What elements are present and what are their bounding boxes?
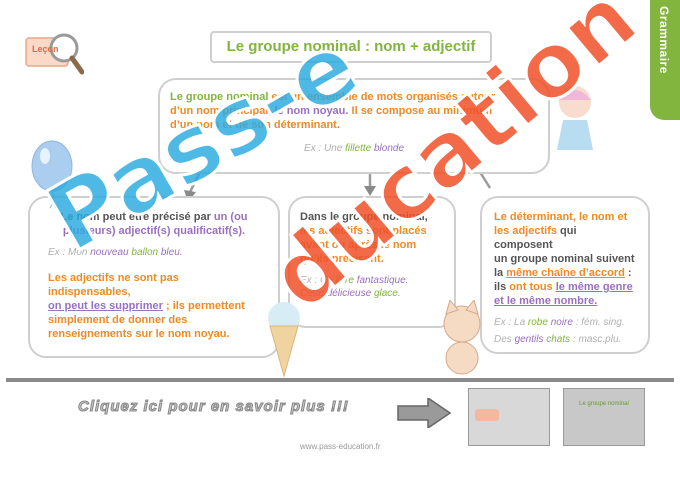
mid-text-2a: les adjectifs <box>300 225 363 237</box>
ex-prefix: Ex : Mon <box>48 247 91 258</box>
girl-illustration <box>557 86 593 150</box>
def-text-2c: Il se compose au minimum <box>348 105 493 117</box>
ice-cream-illustration <box>268 302 300 378</box>
right-text-4b: même chaîne d’accord <box>506 267 625 279</box>
right-text-4c: : <box>624 267 632 279</box>
right-text-6: et le même nombre. <box>494 295 598 307</box>
left-example: Ex : Mon nouveau ballon bleu. <box>48 246 260 259</box>
left-p2e: renseignements sur le nom noyau. <box>48 328 230 340</box>
right-text-2b: qui composent <box>494 225 577 251</box>
ex-prefix: Ex : Une <box>303 143 346 154</box>
ex-prefix: Ex : La <box>494 317 528 328</box>
left-p2b: on peut les supprimer <box>48 300 163 312</box>
site-url[interactable]: www.pass-education.fr <box>300 442 381 451</box>
logo-label: Leçon <box>32 44 59 54</box>
left-p2a: Les adjectifs ne sont pas indispensables… <box>48 272 179 298</box>
right-example-2: Des gentils chats : masc.plu. <box>494 333 636 346</box>
thumbnail-label: Le groupe nominal <box>579 401 629 407</box>
ex-note: : masc.plu. <box>570 334 622 345</box>
def-text-1: est un ensemble de mots organisés autour <box>268 91 496 103</box>
ex-prefix: Cette <box>300 288 327 299</box>
right-text-5a: ils <box>494 281 510 293</box>
left-text-2: plusieurs) adjectif(s) qualificatif(s). <box>62 225 246 237</box>
ex-adj: nouveau <box>90 247 129 258</box>
def-text-3: d’un nom et de son déterminant. <box>170 119 340 131</box>
def-example: Ex : Une fillette blonde <box>170 142 538 155</box>
footer-divider <box>6 378 674 382</box>
ex-adj: noire <box>547 317 573 328</box>
left-text-1a: Le nom peut être précisé par <box>60 211 214 223</box>
mid-text-4: qu’ils précisent. <box>300 253 384 265</box>
right-example-1: Ex : La robe noire : fém. sing. <box>494 316 636 329</box>
ex-prefix: Des <box>494 334 515 345</box>
ex-prefix: Ex : Ce <box>300 275 336 286</box>
mid-text-3: avant ou après le nom <box>300 239 417 251</box>
def-nom-noyau: le nom noyau. <box>274 105 349 117</box>
mid-text-1: Dans le groupe nominal, <box>300 211 428 223</box>
right-text-2a: les adjectifs <box>494 225 557 237</box>
ex-noun: robe <box>527 317 548 328</box>
lesson-thumbnail-1[interactable] <box>468 388 550 446</box>
page-title: Le groupe nominal : nom + adjectif <box>210 31 492 63</box>
ex-noun: livre <box>335 275 354 286</box>
mid-example-2: Cette délicieuse glace. <box>300 287 444 300</box>
arrow-right-icon[interactable] <box>396 398 452 428</box>
term-groupe-nominal: Le groupe nominal <box>170 91 269 103</box>
balloon-illustration <box>31 140 73 208</box>
ex-adj: gentils <box>514 334 544 345</box>
left-text-1b: un (ou <box>213 211 248 223</box>
def-text-2a: d’un nom principal, <box>170 105 275 117</box>
left-box: Le nom peut être précisé par un (ou plus… <box>28 196 280 358</box>
mid-text-2b: sont placés <box>362 225 427 237</box>
definition-box: Le groupe nominal est un ensemble de mot… <box>158 78 550 174</box>
ex-adj2: bleu. <box>158 247 183 258</box>
mid-example-1: Ex : Ce livre fantastique. <box>300 274 444 287</box>
right-text-3: un groupe nominal suivent <box>494 253 635 265</box>
more-info-link[interactable]: Cliquez ici pour en savoir plus !!! <box>78 398 349 416</box>
ex-adj: fantastique. <box>353 275 409 286</box>
right-text-1: Le déterminant, le nom et <box>494 211 628 223</box>
ex-noun: chats <box>543 334 571 345</box>
ex-adj: blonde <box>371 143 405 154</box>
thumbnail-logo <box>475 409 499 421</box>
right-text-5b: ont tous <box>509 281 556 293</box>
ex-noun: fillette <box>345 143 372 154</box>
right-box: Le déterminant, le nom et les adjectifs … <box>480 196 650 354</box>
ex-adj: délicieuse <box>326 288 372 299</box>
left-p2c: ; ils permettent <box>162 300 245 312</box>
cat-illustration <box>443 300 481 375</box>
lecon-logo: Leçon <box>22 20 85 82</box>
middle-box: Dans le groupe nominal, les adjectifs so… <box>288 196 456 328</box>
right-text-5c: le même genre <box>555 281 633 293</box>
grammaire-tab[interactable]: Grammaire <box>650 0 680 120</box>
tab-label: Grammaire <box>657 6 671 74</box>
lesson-thumbnail-2[interactable]: Le groupe nominal <box>563 388 645 446</box>
right-text-4a: la <box>494 267 507 279</box>
ex-noun: glace. <box>371 288 401 299</box>
left-p2d: simplement de donner des <box>48 314 188 326</box>
ex-noun: ballon <box>128 247 159 258</box>
ex-note: : fém. sing. <box>572 317 625 328</box>
